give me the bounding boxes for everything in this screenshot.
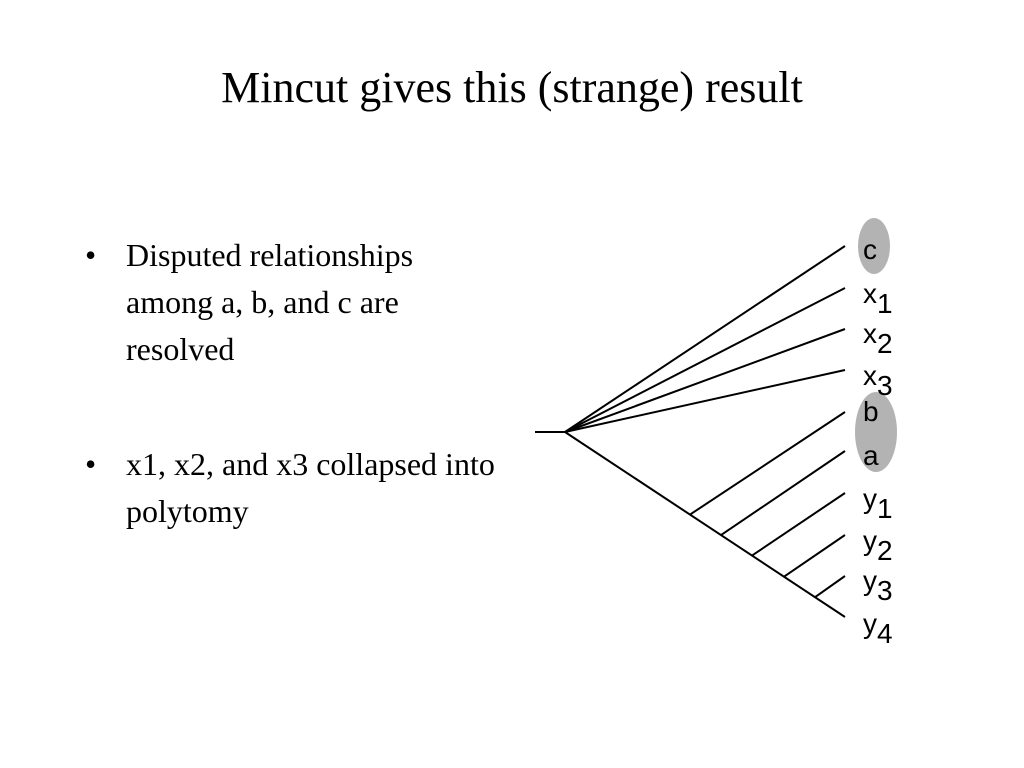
side-branch-line	[783, 534, 846, 578]
leaf-name: x	[863, 318, 877, 349]
branch-line	[564, 369, 846, 433]
highlight-c	[858, 218, 890, 274]
branch-line	[564, 245, 846, 433]
leaf-name: x	[863, 360, 877, 391]
leaf-subscript: 2	[877, 328, 893, 359]
leaf-subscript: 3	[877, 575, 893, 606]
side-branch-line	[751, 492, 846, 557]
bullet-list: • Disputed relationships among a, b, and…	[85, 232, 505, 603]
leaf-name: a	[863, 440, 879, 471]
leaf-label: x2	[863, 318, 893, 358]
leaf-label: c	[863, 236, 877, 264]
leaf-subscript: 2	[877, 535, 893, 566]
leaf-label: x1	[863, 278, 893, 318]
branch-line	[564, 328, 846, 433]
bullet-item: • x1, x2, and x3 collapsed into polytomy	[85, 441, 505, 535]
leaf-label: y4	[863, 608, 893, 648]
leaf-label: y1	[863, 483, 893, 523]
side-branch-line	[689, 411, 846, 516]
leaf-label: y3	[863, 565, 893, 605]
side-branch-line	[720, 450, 846, 536]
side-branch-line	[814, 575, 846, 598]
leaf-subscript: 1	[877, 288, 893, 319]
leaf-label: a	[863, 442, 879, 470]
leaf-name: c	[863, 234, 877, 265]
leaf-label: b	[863, 398, 879, 426]
bullet-item: • Disputed relationships among a, b, and…	[85, 232, 505, 373]
leaf-subscript: 4	[877, 618, 893, 649]
leaf-name: y	[863, 565, 877, 596]
leaf-label: x3	[863, 360, 893, 400]
highlight-b-a	[855, 392, 897, 472]
leaf-name: y	[863, 483, 877, 514]
leaf-name: y	[863, 608, 877, 639]
leaf-name: x	[863, 278, 877, 309]
slide-title: Mincut gives this (strange) result	[221, 63, 803, 112]
leaf-name: y	[863, 525, 877, 556]
leaf-subscript: 3	[877, 370, 893, 401]
bullet-text: x1, x2, and x3 collapsed into polytomy	[126, 446, 495, 529]
branch-line	[564, 287, 846, 433]
leaf-subscript: 1	[877, 493, 893, 524]
backbone-line	[564, 431, 846, 618]
bullet-icon: •	[85, 446, 97, 482]
leaf-name: b	[863, 396, 879, 427]
bullet-text: Disputed relationships among a, b, and c…	[126, 237, 414, 367]
leaf-label: y2	[863, 525, 893, 565]
bullet-icon: •	[85, 237, 97, 273]
